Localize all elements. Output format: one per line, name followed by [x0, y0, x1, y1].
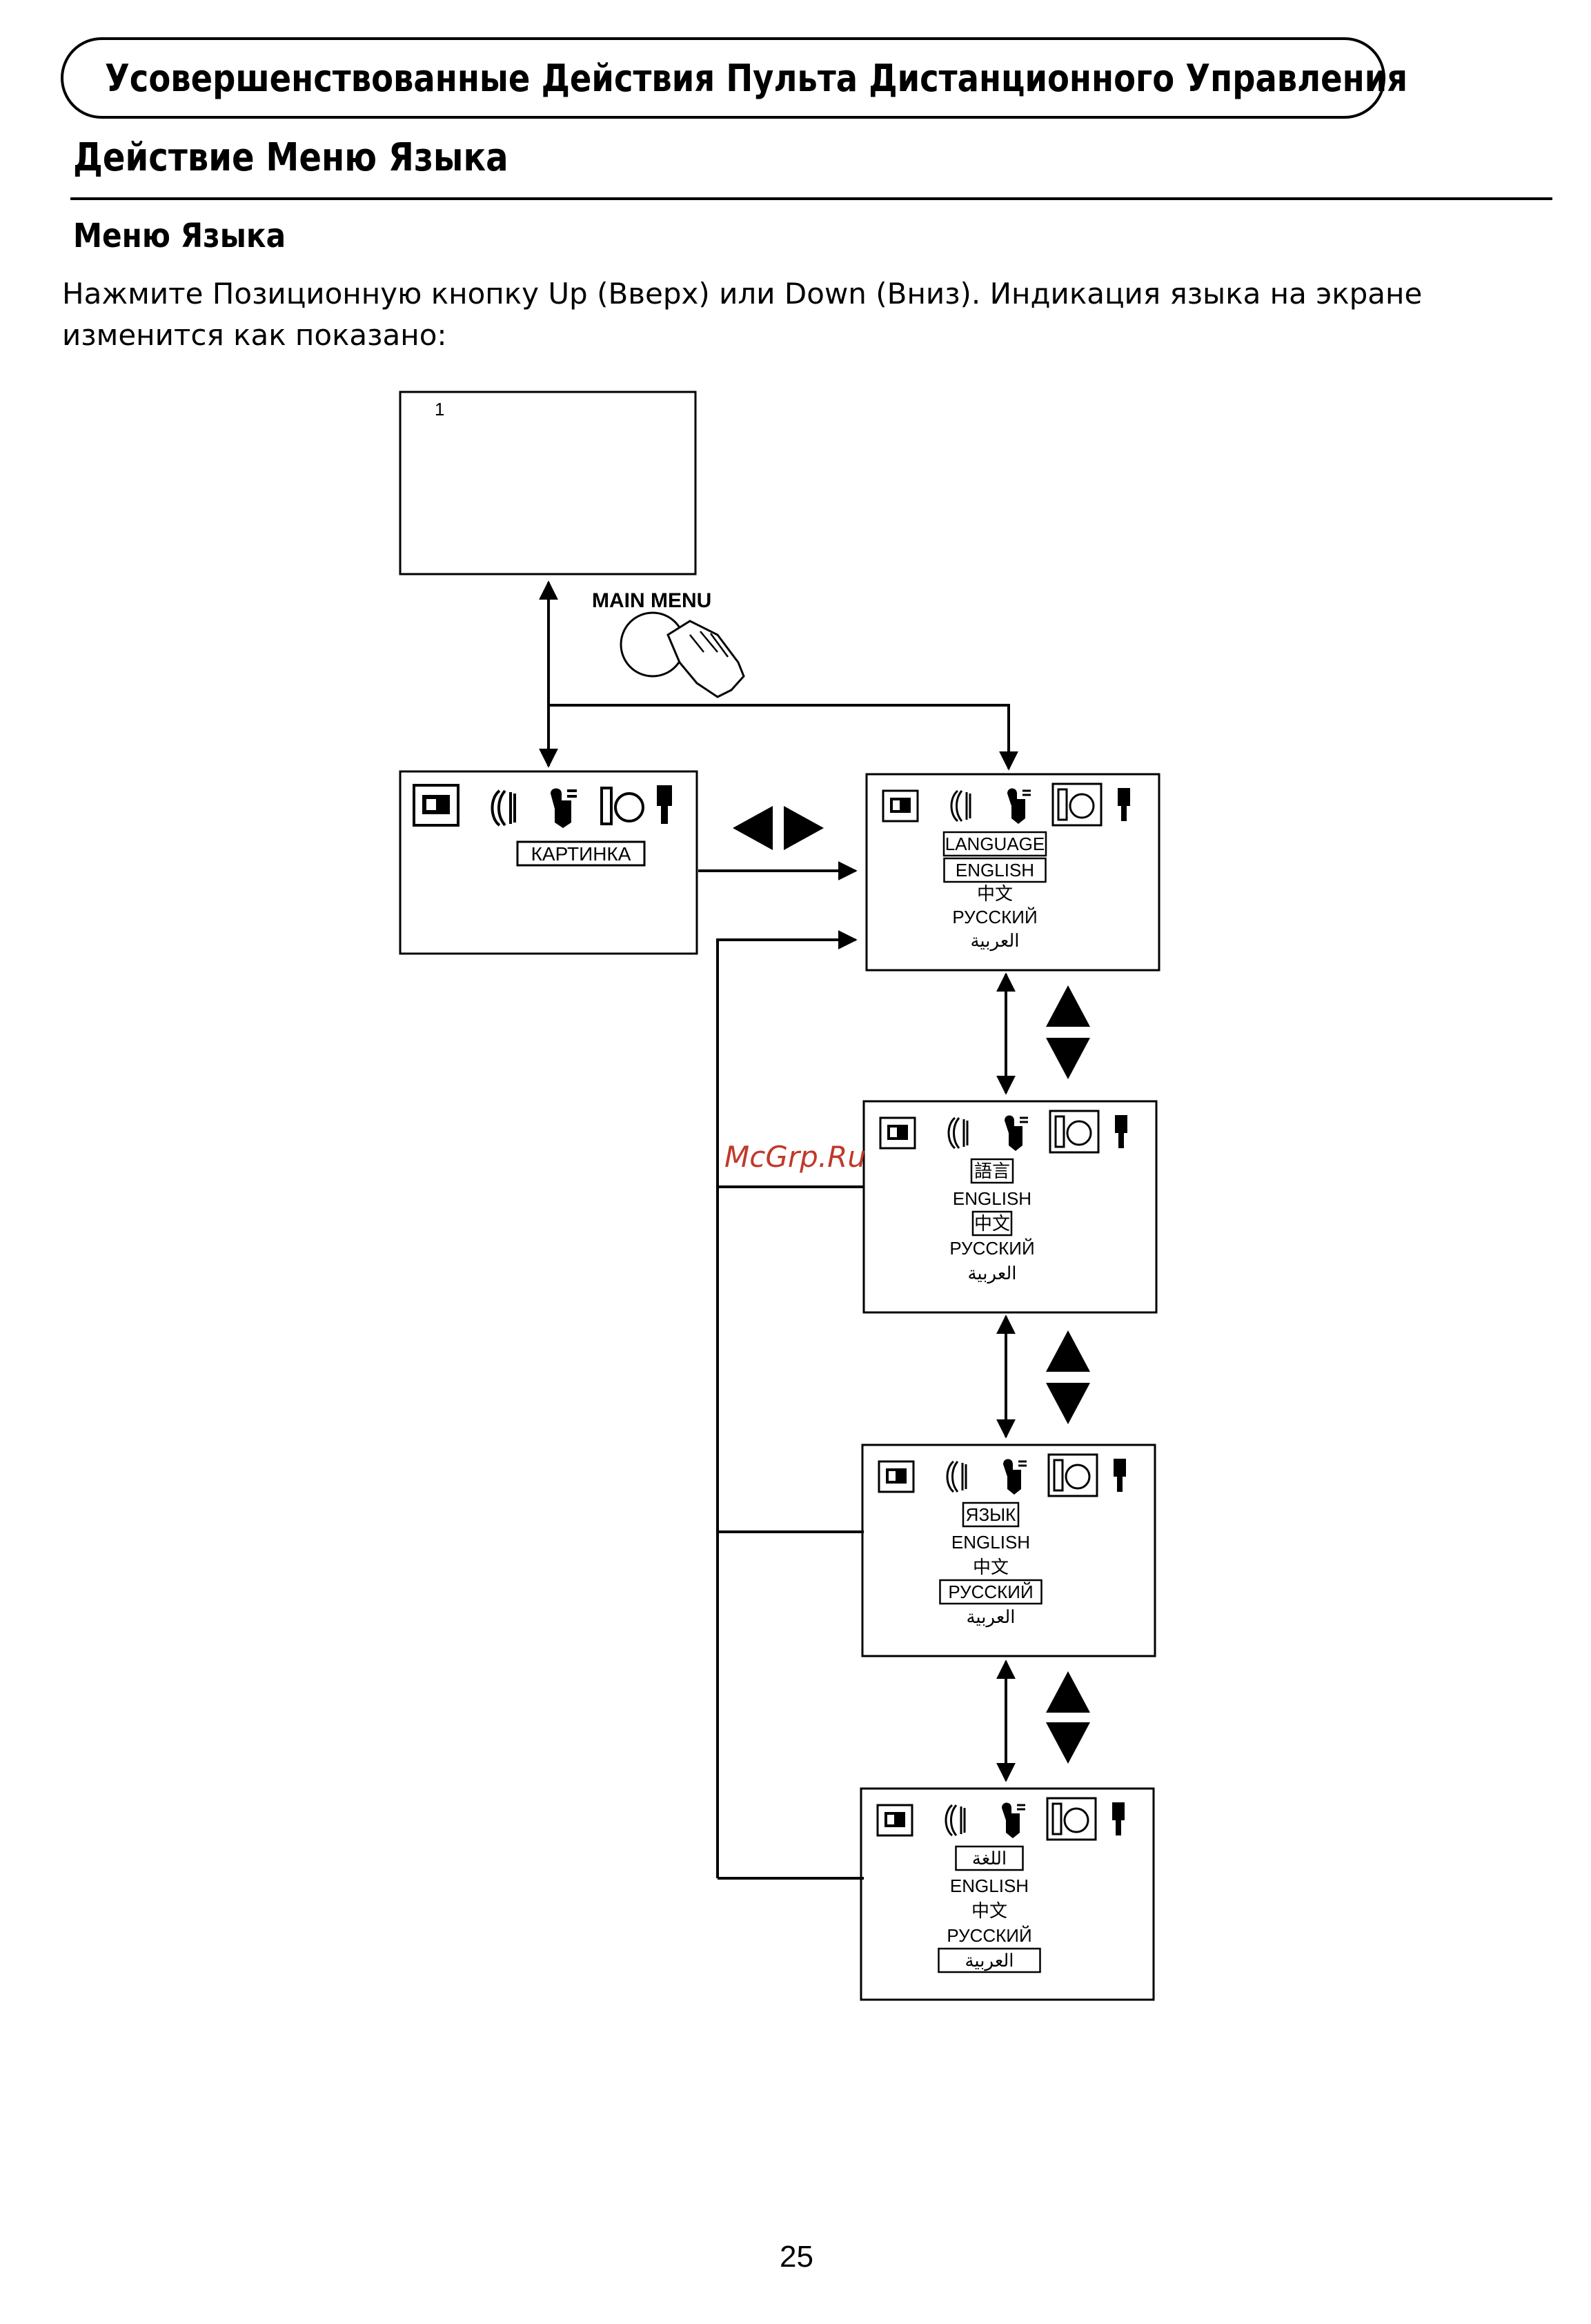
heading-box — [942, 831, 1047, 857]
picture-icon — [879, 1116, 916, 1150]
install-icon — [1114, 1459, 1126, 1492]
tv-screen-frame — [865, 773, 1160, 972]
down-arrow-icon — [1046, 1722, 1090, 1764]
main-menu-label: MAIN MENU — [592, 589, 711, 612]
sound-icon — [946, 1460, 967, 1493]
language-menu-screen: ЯЗЫК ENGLISH 中文 РУССКИЙ العربية — [861, 1444, 1156, 1657]
language-option[interactable]: ENGLISH — [956, 860, 1034, 880]
language-option[interactable]: РУССКИЙ — [949, 1238, 1034, 1259]
heading-box — [962, 1501, 1020, 1528]
banner-title: Усовершенствованные Действия Пульта Дист… — [105, 56, 1408, 100]
language-option[interactable]: ENGLISH — [953, 1188, 1031, 1209]
return-loop-line — [716, 930, 858, 1878]
down-arrow-icon — [1046, 1383, 1090, 1424]
language-option[interactable]: 中文 — [974, 1213, 1010, 1234]
section-title: Действие Меню Языка — [73, 135, 508, 180]
feature-icon — [1005, 1115, 1028, 1151]
language-option[interactable]: РУССКИЙ — [948, 1582, 1033, 1602]
left-arrow-icon — [733, 806, 773, 850]
language-menu-heading: 語言 — [974, 1161, 1010, 1181]
language-menu-heading: ЯЗЫК — [966, 1504, 1016, 1525]
page-number: 25 — [780, 2240, 813, 2274]
picture-icon — [876, 1804, 913, 1837]
sound-icon — [950, 789, 971, 823]
feature-icon — [1002, 1802, 1025, 1838]
channel-number: 1 — [435, 399, 444, 420]
sound-icon — [947, 1116, 969, 1150]
language-option[interactable]: 中文 — [971, 1900, 1007, 1921]
language-option[interactable]: 中文 — [973, 1557, 1009, 1577]
picture-menu-icon-row — [413, 784, 672, 828]
sound-icon — [491, 789, 516, 827]
heading-box — [955, 1845, 1024, 1871]
feature-icon — [1007, 788, 1031, 824]
picture-icon — [882, 789, 919, 823]
watermark: McGrp.Ru — [724, 1140, 866, 1174]
language-option[interactable]: РУССКИЙ — [952, 907, 1037, 927]
language-menu-heading: LANGUAGE — [945, 834, 1045, 854]
tv-screen-frame — [860, 1787, 1155, 2001]
language-menu-screen: LANGUAGE ENGLISH 中文 РУССКИЙ العربية — [865, 773, 1160, 972]
selected-option-box — [971, 1210, 1013, 1237]
language-menu-screen: 語言 ENGLISH 中文 РУССКИЙ العربية — [862, 1100, 1158, 1314]
picture-menu-screen — [399, 770, 698, 955]
feature-icon — [1003, 1459, 1027, 1495]
selected-option-box — [938, 1947, 1041, 1973]
feature-icon — [551, 788, 577, 828]
main-menu-button-icon — [620, 611, 745, 698]
install-icon — [657, 785, 672, 824]
section-divider — [70, 197, 1552, 200]
heading-box — [970, 1158, 1014, 1184]
chapter-banner: Усовершенствованные Действия Пульта Дист… — [61, 37, 1407, 119]
language-option[interactable]: РУССКИЙ — [947, 1925, 1031, 1946]
language-option[interactable]: العربية — [966, 1606, 1015, 1628]
selected-option-box — [943, 857, 1047, 883]
up-arrow-icon — [1046, 1330, 1090, 1372]
language-icon — [1047, 1453, 1098, 1497]
up-arrow-icon — [1046, 985, 1090, 1027]
language-menu-screen: اللغة ENGLISH 中文 РУССКИЙ العربية — [860, 1787, 1155, 2001]
down-arrow-icon — [1046, 1038, 1090, 1079]
language-option[interactable]: ENGLISH — [951, 1532, 1030, 1553]
sound-icon — [945, 1804, 966, 1837]
language-menu-heading: اللغة — [972, 1848, 1007, 1869]
install-icon — [1118, 788, 1130, 821]
subsection-title: Меню Языка — [73, 217, 286, 255]
language-icon — [1051, 782, 1103, 827]
language-option[interactable]: العربية — [965, 1950, 1014, 1971]
language-icon — [600, 787, 644, 825]
language-option[interactable]: 中文 — [977, 883, 1013, 904]
tv-screen-frame — [862, 1100, 1158, 1314]
picture-icon — [878, 1460, 915, 1493]
picture-icon — [413, 784, 459, 827]
language-option[interactable]: ENGLISH — [950, 1875, 1029, 1896]
install-icon — [1112, 1802, 1125, 1835]
language-icon — [1049, 1110, 1100, 1154]
right-arrow-icon — [784, 806, 824, 850]
language-option[interactable]: العربية — [970, 930, 1019, 952]
up-arrow-icon — [1046, 1671, 1090, 1713]
picture-menu-label-box — [516, 840, 646, 867]
tv-screen-frame — [861, 1444, 1156, 1657]
initial-tv-screen — [399, 391, 697, 575]
selected-option-box — [939, 1579, 1042, 1605]
instruction-text: Нажмите Позиционную кнопку Up (Вверх) ил… — [62, 277, 1423, 352]
branch-to-language-menu — [549, 704, 1018, 771]
picture-menu-label: КАРТИНКА — [531, 843, 631, 865]
install-icon — [1115, 1115, 1127, 1148]
language-option[interactable]: العربية — [967, 1263, 1016, 1284]
language-icon — [1046, 1797, 1097, 1841]
